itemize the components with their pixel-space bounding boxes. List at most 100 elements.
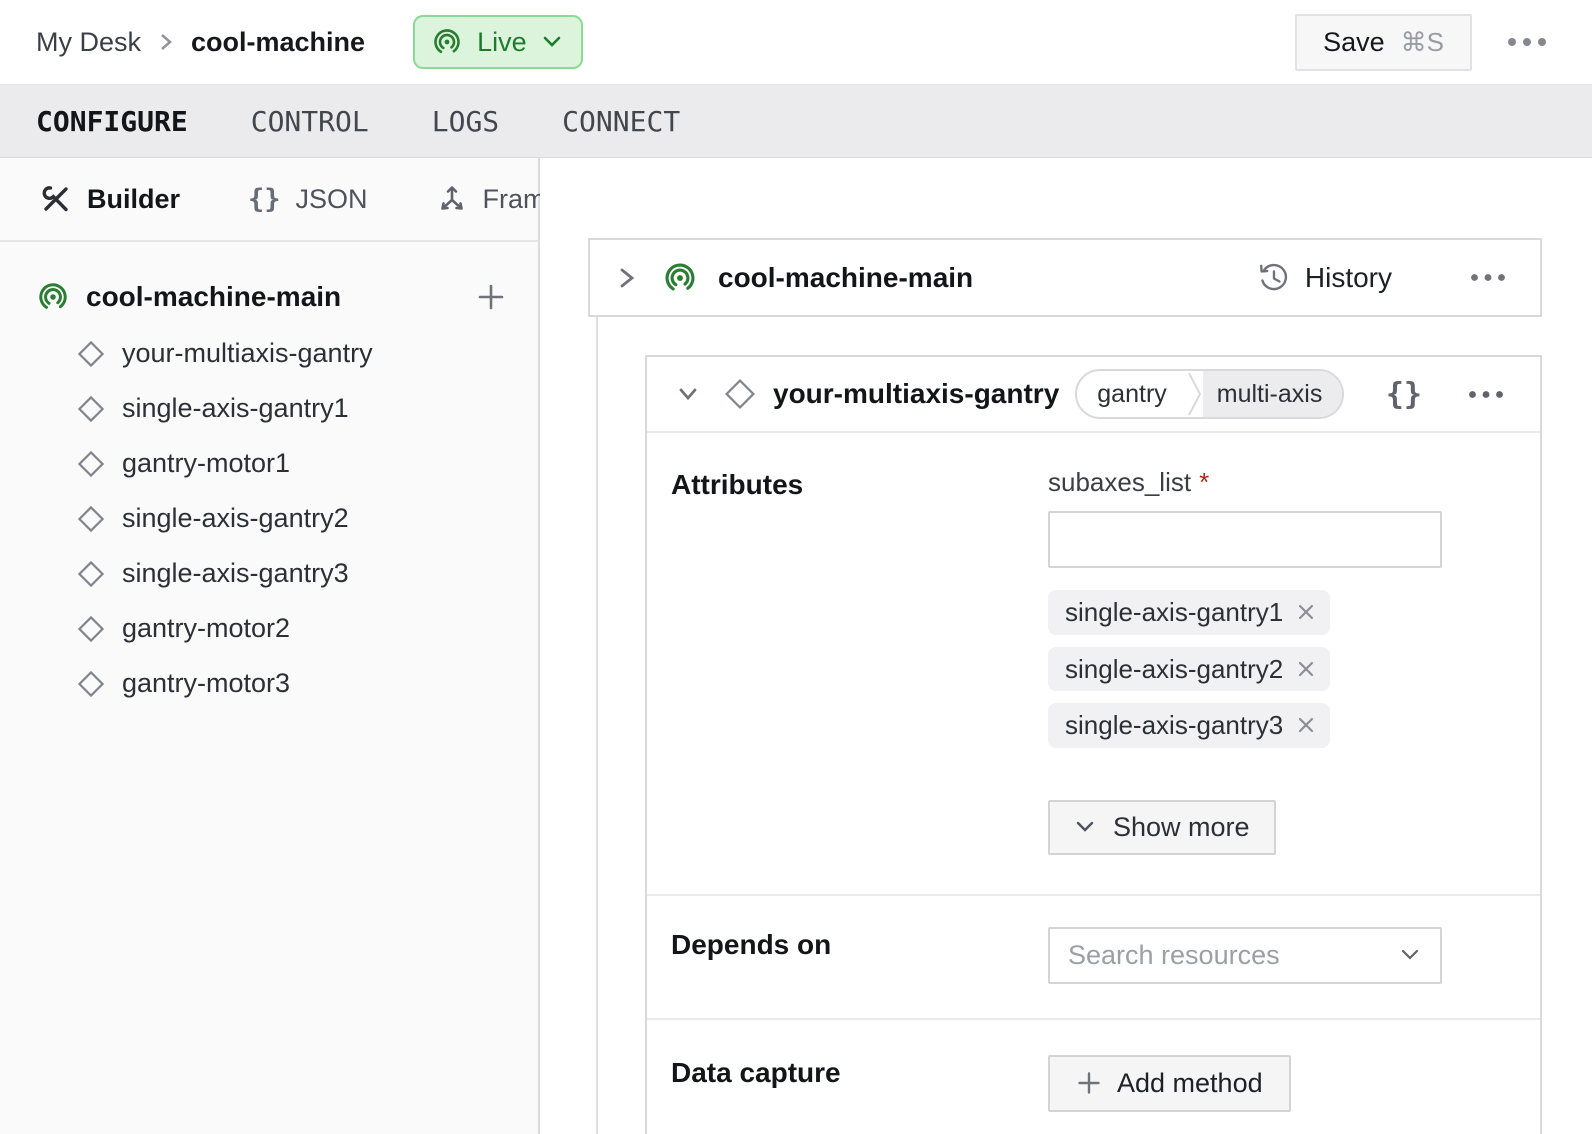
show-more-button[interactable]: Show more bbox=[1048, 799, 1276, 855]
braces-icon: {} bbox=[248, 183, 281, 215]
component-diamond-icon bbox=[78, 505, 104, 532]
config-main-panel: cool-machine-main History bbox=[540, 158, 1592, 1134]
component-diamond-icon bbox=[78, 450, 104, 477]
tree-item-label: gantry-motor1 bbox=[122, 448, 291, 478]
component-diamond-icon bbox=[78, 395, 104, 422]
tree-item-single-axis-gantry2[interactable]: single-axis-gantry2 bbox=[36, 491, 514, 546]
history-label: History bbox=[1304, 261, 1392, 293]
add-method-label: Add method bbox=[1117, 1067, 1263, 1098]
tab-connect[interactable]: CONNECT bbox=[562, 104, 681, 138]
depends-on-section-label: Depends on bbox=[671, 928, 832, 960]
tab-logs[interactable]: LOGS bbox=[431, 104, 500, 138]
chevron-down-icon bbox=[1076, 821, 1094, 832]
chip-single-axis-gantry2: single-axis-gantry2 bbox=[1048, 646, 1331, 691]
subaxes-chip-list: single-axis-gantry1 single-axis-gantry2 … bbox=[1048, 590, 1540, 760]
tools-icon bbox=[42, 186, 68, 212]
badge-separator-icon bbox=[1187, 372, 1201, 416]
attributes-section-label: Attributes bbox=[671, 469, 804, 500]
body: Builder {} JSON Frame bbox=[0, 158, 1592, 1134]
live-broadcast-icon bbox=[434, 29, 460, 55]
view-switcher: Builder {} JSON Frame bbox=[0, 158, 561, 242]
tree-item-gantry-motor1[interactable]: gantry-motor1 bbox=[36, 436, 514, 491]
breadcrumb-parent-link[interactable]: My Desk bbox=[36, 26, 142, 57]
tree-item-single-axis-gantry1[interactable]: single-axis-gantry1 bbox=[36, 381, 514, 436]
top-header: My Desk cool-machine Live Save ⌘S bbox=[0, 0, 1592, 85]
badge-model: multi-axis bbox=[1202, 371, 1343, 417]
component-card-header: your-multiaxis-gantry gantry multi-axis … bbox=[647, 357, 1540, 433]
machine-part-icon bbox=[39, 283, 67, 311]
field-name: subaxes_list bbox=[1048, 467, 1192, 497]
component-diamond-icon bbox=[78, 340, 104, 367]
tree-item-your-multiaxis-gantry[interactable]: your-multiaxis-gantry bbox=[36, 326, 514, 381]
subaxes-list-input[interactable] bbox=[1048, 511, 1442, 568]
ellipsis-icon bbox=[1471, 274, 1505, 281]
breadcrumb-current[interactable]: cool-machine bbox=[191, 26, 366, 57]
view-builder-label: Builder bbox=[87, 183, 181, 214]
machine-tab-bar: CONFIGURE CONTROL LOGS CONNECT bbox=[0, 85, 1592, 158]
remove-chip-icon[interactable] bbox=[1295, 658, 1317, 680]
depends-on-section: Depends on Search resources bbox=[647, 896, 1540, 1020]
breadcrumb-chevron-icon bbox=[161, 34, 172, 50]
part-title: cool-machine-main bbox=[718, 261, 974, 293]
save-button[interactable]: Save ⌘S bbox=[1295, 13, 1472, 71]
collapse-chevron-down-icon[interactable] bbox=[675, 384, 701, 404]
view-json[interactable]: {} JSON bbox=[248, 184, 368, 215]
component-title: your-multiaxis-gantry bbox=[773, 378, 1060, 409]
add-method-button[interactable]: Add method bbox=[1048, 1054, 1291, 1112]
machine-overflow-menu-button[interactable] bbox=[1498, 29, 1556, 55]
required-marker: * bbox=[1199, 467, 1210, 497]
add-resource-button[interactable] bbox=[468, 282, 514, 312]
tree-root-cool-machine-main[interactable]: cool-machine-main bbox=[36, 268, 514, 326]
part-overflow-menu-button[interactable] bbox=[1462, 265, 1514, 290]
component-type-badge: gantry multi-axis bbox=[1075, 369, 1345, 419]
live-label: Live bbox=[477, 26, 527, 57]
ellipsis-icon bbox=[1469, 390, 1503, 398]
tree-item-label: single-axis-gantry3 bbox=[122, 558, 349, 588]
chip-label: single-axis-gantry3 bbox=[1065, 710, 1284, 740]
search-resources-placeholder: Search resources bbox=[1068, 939, 1280, 970]
save-label: Save bbox=[1323, 26, 1385, 57]
ellipsis-icon bbox=[1508, 38, 1546, 46]
tree-item-label: single-axis-gantry1 bbox=[122, 393, 349, 423]
component-diamond-icon bbox=[78, 560, 104, 587]
data-capture-field: Add method bbox=[1048, 1054, 1540, 1112]
chip-label: single-axis-gantry1 bbox=[1065, 597, 1284, 627]
tree-item-gantry-motor2[interactable]: gantry-motor2 bbox=[36, 601, 514, 656]
search-resources-select[interactable]: Search resources bbox=[1048, 926, 1442, 984]
badge-type: gantry bbox=[1097, 379, 1167, 408]
component-overflow-menu-button[interactable] bbox=[1460, 382, 1512, 407]
view-json-label: JSON bbox=[295, 183, 368, 214]
part-connector-rail bbox=[596, 317, 598, 1134]
attributes-section: Attributes subaxes_list* single-axis-gan… bbox=[647, 433, 1540, 896]
edit-json-icon[interactable]: {} bbox=[1385, 376, 1422, 412]
tree-item-single-axis-gantry3[interactable]: single-axis-gantry3 bbox=[36, 546, 514, 601]
save-shortcut: ⌘S bbox=[1400, 26, 1444, 57]
chip-single-axis-gantry1: single-axis-gantry1 bbox=[1048, 590, 1331, 635]
history-button[interactable]: History bbox=[1257, 261, 1392, 295]
view-builder[interactable]: Builder bbox=[40, 183, 180, 215]
remove-chip-icon[interactable] bbox=[1295, 714, 1317, 736]
axes-icon bbox=[440, 186, 463, 210]
resource-tree: cool-machine-main your-multiaxis-gantry … bbox=[0, 242, 538, 711]
tree-item-gantry-motor3[interactable]: gantry-motor3 bbox=[36, 656, 514, 711]
tree-item-label: gantry-motor3 bbox=[122, 668, 291, 698]
machine-part-header-card: cool-machine-main History bbox=[588, 238, 1542, 317]
breadcrumb: My Desk cool-machine bbox=[36, 27, 365, 58]
component-diamond-icon bbox=[78, 670, 104, 697]
subaxes-list-label: subaxes_list* bbox=[1048, 467, 1540, 498]
live-status-button[interactable]: Live bbox=[413, 15, 583, 69]
component-diamond-icon bbox=[725, 379, 755, 409]
show-more-label: Show more bbox=[1113, 811, 1250, 842]
expand-chevron-right-icon[interactable] bbox=[616, 263, 638, 293]
tab-control[interactable]: CONTROL bbox=[250, 104, 369, 138]
remove-chip-icon[interactable] bbox=[1295, 601, 1317, 623]
data-capture-section: Data capture Add method bbox=[647, 1020, 1540, 1134]
component-diamond-icon bbox=[78, 615, 104, 642]
component-card-your-multiaxis-gantry: your-multiaxis-gantry gantry multi-axis … bbox=[645, 355, 1542, 1134]
config-sidebar: Builder {} JSON Frame bbox=[0, 158, 561, 1134]
data-capture-section-label: Data capture bbox=[671, 1056, 841, 1088]
tab-configure[interactable]: CONFIGURE bbox=[36, 104, 188, 138]
plus-icon bbox=[1078, 1072, 1100, 1094]
history-clock-icon bbox=[1259, 263, 1287, 290]
